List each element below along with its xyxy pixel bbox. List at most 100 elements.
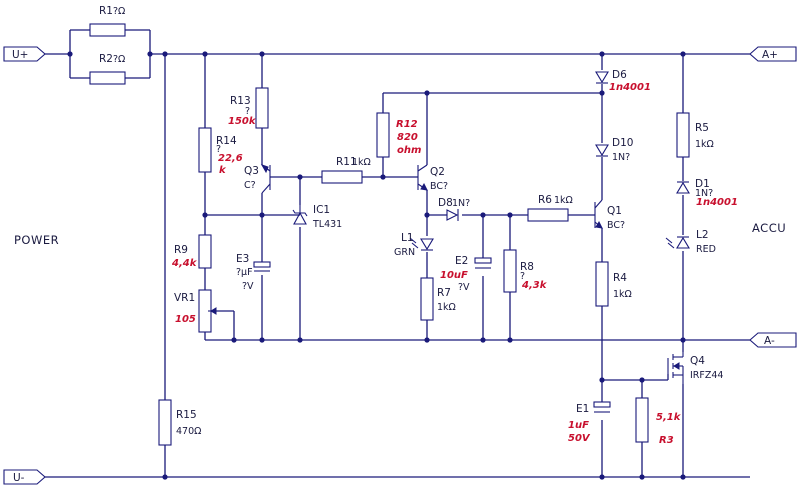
transistor-q1: Q1 BC? <box>594 199 625 231</box>
r12-note-1: 820 <box>397 132 418 143</box>
r13-value: ? <box>245 106 250 117</box>
d6-note: 1n4001 <box>609 82 651 93</box>
q4-ref: Q4 <box>690 355 705 367</box>
capacitor-e1: E1 1uF 50V <box>568 401 611 444</box>
d1-value: 1N? <box>695 188 713 199</box>
resistor-r11: R11 1kΩ <box>321 156 371 184</box>
resistor-r8: R8 ? 4,3k <box>503 249 548 293</box>
power-label: POWER <box>14 233 59 247</box>
ic1-ref: IC1 <box>313 204 330 216</box>
r3-note: 5,1k <box>656 412 682 423</box>
q1-value: BC? <box>607 220 625 231</box>
r5-value: 1kΩ <box>695 139 714 150</box>
q1-ref: Q1 <box>607 205 622 217</box>
l2-ref: L2 <box>696 229 709 241</box>
led-l1: L1 GRN <box>394 232 434 258</box>
port-a-minus-label: A- <box>764 335 775 347</box>
d1-note: 1n4001 <box>696 197 738 208</box>
wires <box>45 29 750 478</box>
diode-d6: D6 1n4001 <box>595 69 651 93</box>
r9-note: 4,4k <box>171 258 198 269</box>
r11-ref: R11 <box>336 156 357 168</box>
e3-value: ?µF <box>236 267 253 278</box>
r12-note-2: ohm <box>397 145 421 156</box>
diode-d8: D8 1N? <box>438 197 470 221</box>
r12-ref: R12 <box>396 119 418 130</box>
r11-value: 1kΩ <box>352 157 371 168</box>
capacitor-e2: E2 10uF ?V <box>440 255 492 293</box>
r1-ref: R1 <box>99 5 113 17</box>
q4-value: IRFZ44 <box>690 370 723 381</box>
r2-ref: R2 <box>99 53 113 65</box>
r4-value: 1kΩ <box>613 289 632 300</box>
resistor-r2: R2 ?Ω <box>89 53 126 85</box>
r14-note-1: 22,6 <box>218 153 243 164</box>
port-u-plus-label: U+ <box>12 49 28 61</box>
resistor-r15: R15 470Ω <box>158 399 201 446</box>
r6-value: 1kΩ <box>554 195 573 206</box>
r8-note: 4,3k <box>521 280 548 291</box>
resistor-r9: R9 4,4k <box>171 234 212 269</box>
d8-value: 1N? <box>452 198 470 209</box>
r14-value: ? <box>216 144 221 155</box>
e1-note-2: 50V <box>568 433 591 444</box>
resistor-r6: R6 1kΩ <box>527 194 573 222</box>
shunt-regulator-ic1: IC1 TL431 <box>292 204 342 230</box>
capacitor-e3: E3 ?µF ?V <box>236 253 271 292</box>
q3-value: C? <box>244 180 256 191</box>
r6-ref: R6 <box>538 194 552 206</box>
e1-note-1: 1uF <box>568 420 589 431</box>
l2-value: RED <box>696 244 716 255</box>
resistor-r7: R7 1kΩ <box>420 277 456 321</box>
potentiometer-vr1: VR1 105 <box>174 289 217 333</box>
q2-ref: Q2 <box>430 166 445 178</box>
d8-ref: D8 <box>438 197 453 209</box>
resistor-r13: R13 ? 150k <box>228 87 269 129</box>
transistor-q3: Q3 C? <box>244 164 271 194</box>
accu-label: ACCU <box>752 221 786 235</box>
vr1-note: 105 <box>175 314 196 325</box>
r3-ref: R3 <box>659 435 674 446</box>
r14-ref: R14 <box>216 135 237 147</box>
q2-value: BC? <box>430 181 448 192</box>
r7-value: 1kΩ <box>437 302 456 313</box>
resistor-r12: R12 820 ohm <box>376 112 421 158</box>
r5-ref: R5 <box>695 122 709 134</box>
r2-value: ?Ω <box>113 54 125 65</box>
resistor-r1: R1 ?Ω <box>89 5 126 37</box>
r8-ref: R8 <box>520 261 534 273</box>
r13-ref: R13 <box>230 95 251 107</box>
r4-ref: R4 <box>613 272 627 284</box>
d6-ref: D6 <box>612 69 627 81</box>
e2-note: 10uF <box>440 270 468 281</box>
diode-d10: D10 1N? <box>595 137 633 163</box>
diode-d1: D1 1N? 1n4001 <box>676 178 738 208</box>
l1-ref: L1 <box>401 232 414 244</box>
q3-ref: Q3 <box>244 165 259 177</box>
port-a-plus: A+ <box>749 46 797 62</box>
l1-value: GRN <box>394 247 415 258</box>
resistor-r5: R5 1kΩ <box>676 112 714 158</box>
e2-ref: E2 <box>455 255 468 267</box>
r14-note-2: k <box>219 165 227 176</box>
ic1-value: TL431 <box>312 219 342 230</box>
d1-ref: D1 <box>695 178 710 190</box>
transistor-q2: Q2 BC? <box>417 164 448 192</box>
d10-ref: D10 <box>612 137 633 149</box>
port-u-minus: U- <box>3 469 46 485</box>
r1-value: ?Ω <box>113 6 125 17</box>
port-u-minus-label: U- <box>13 472 25 484</box>
e2-value: ?V <box>458 282 470 293</box>
resistor-r4: R4 1kΩ <box>595 261 632 307</box>
r9-ref: R9 <box>174 244 188 256</box>
resistor-r14: R14 ? 22,6 k <box>198 127 243 176</box>
port-u-plus: U+ <box>3 46 46 62</box>
r8-value: ? <box>520 271 525 282</box>
e3-value2: ?V <box>242 281 254 292</box>
e1-ref: E1 <box>576 403 589 415</box>
r7-ref: R7 <box>437 287 451 299</box>
vr1-ref: VR1 <box>174 292 195 304</box>
d10-value: 1N? <box>612 152 630 163</box>
port-a-minus: A- <box>749 332 797 348</box>
